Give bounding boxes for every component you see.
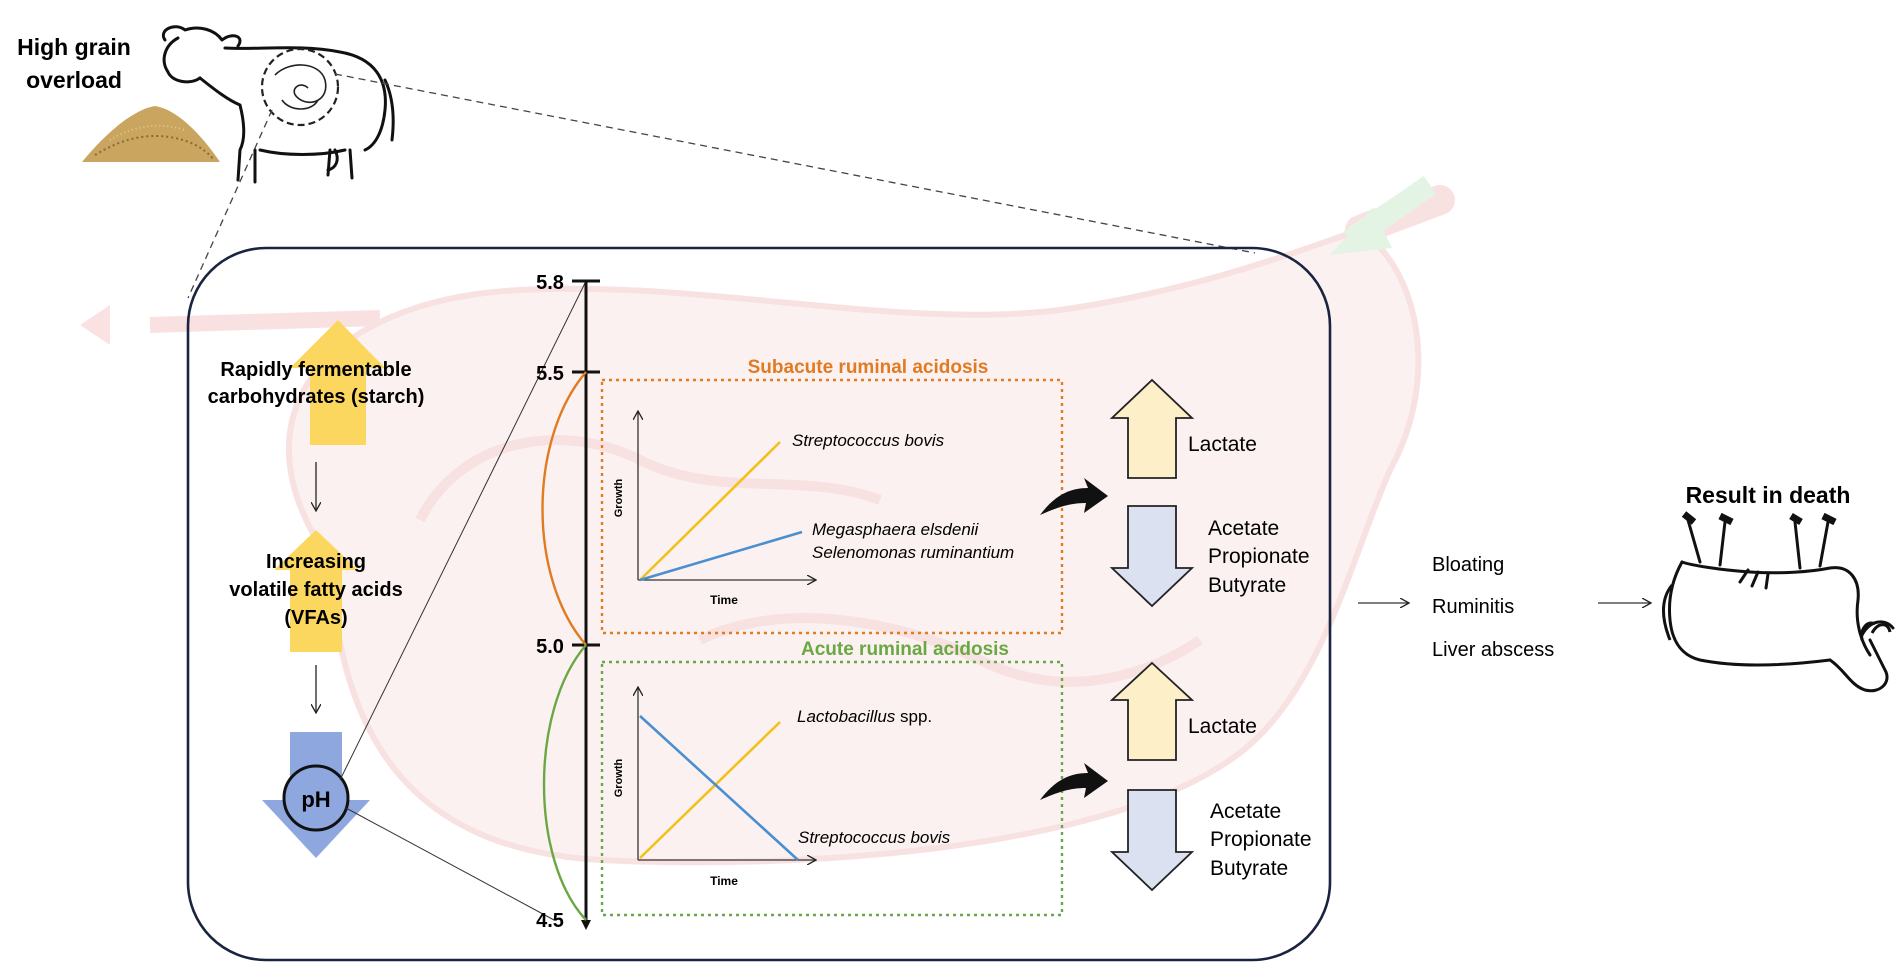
acute-line-lacto — [639, 721, 781, 859]
subacute-title: Subacute ruminal acidosis — [748, 357, 989, 378]
subacute-acetate-label: Acetate — [1208, 517, 1279, 540]
subacute-lactate-label: Lactate — [1188, 433, 1257, 456]
starch-label-line1: Rapidly fermentable — [220, 359, 411, 381]
subacute-lactate-up-arrow — [1109, 378, 1195, 479]
acute-x-label: Time — [710, 874, 738, 888]
dead-cow-horns — [1860, 621, 1892, 641]
acute-acetate-label: Acetate — [1210, 800, 1281, 823]
vfa-up-arrow — [274, 530, 358, 652]
zoom-line-left — [187, 109, 273, 299]
acute-series-strep: Streptococcus bovis — [798, 828, 951, 847]
ph-tick-label-55: 5.5 — [536, 363, 564, 385]
subacute-vfa-down-arrow — [1109, 505, 1195, 608]
grain-pile-icon — [82, 106, 220, 162]
ph-connector-top — [339, 280, 587, 781]
acute-series-lacto: Lactobacillus spp. — [797, 707, 932, 726]
acute-lactate-up-arrow — [1109, 661, 1195, 761]
subacute-curved-arrow — [1040, 478, 1108, 515]
subacute-x-label: Time — [710, 593, 738, 607]
acute-vfa-down-arrow — [1109, 789, 1195, 892]
acute-butyrate-label: Butyrate — [1210, 857, 1288, 880]
dead-cow-icon — [1668, 518, 1895, 693]
starch-up-arrow — [290, 320, 385, 445]
rumen-zoom-circle — [260, 47, 340, 127]
main-panel — [186, 246, 1332, 962]
result-death-label: Result in death — [1686, 482, 1851, 508]
cow-icon — [161, 25, 395, 184]
outcome-ruminitis: Ruminitis — [1432, 596, 1514, 618]
vfa-label-line3: (VFAs) — [284, 607, 347, 629]
acute-bracket — [542, 644, 587, 921]
ph-connector-bottom — [345, 807, 555, 921]
acute-series-lacto-suffix: spp. — [895, 707, 932, 726]
acute-y-label: Growth — [613, 758, 625, 797]
subacute-line-strep — [639, 441, 781, 581]
outcome-liver-abscess: Liver abscess — [1432, 639, 1554, 661]
vfa-label-line2: volatile fatty acids — [229, 579, 402, 601]
title-high-grain-line1: High grain — [17, 34, 131, 60]
acute-title: Acute ruminal acidosis — [801, 639, 1009, 660]
dead-cow-hooves — [1681, 511, 1837, 526]
acute-lactate-label: Lactate — [1188, 715, 1257, 738]
zoom-line-right — [334, 73, 1256, 254]
acute-propionate-label: Propionate — [1210, 828, 1312, 851]
ph-circle — [282, 764, 350, 832]
title-high-grain-line2: overload — [26, 67, 122, 93]
subacute-series-strep: Streptococcus bovis — [792, 431, 945, 450]
acute-line-strep — [639, 715, 799, 861]
acute-curved-arrow — [1040, 763, 1108, 800]
ph-label: pH — [301, 787, 330, 812]
subacute-butyrate-label: Butyrate — [1208, 574, 1286, 597]
ph-tick-label-58: 5.8 — [536, 272, 564, 294]
rumen-icon — [274, 64, 327, 110]
ph-tick-label-45: 4.5 — [536, 910, 564, 932]
subacute-propionate-label: Propionate — [1208, 545, 1310, 568]
outcome-bloating: Bloating — [1432, 554, 1504, 576]
subacute-bracket — [541, 371, 587, 646]
subacute-series-mega: Megasphaera elsdenii — [812, 520, 980, 539]
ph-tick-label-50: 5.0 — [536, 636, 564, 658]
acute-series-lacto-genus: Lactobacillus — [797, 707, 896, 726]
subacute-series-selen: Selenomonas ruminantium — [812, 543, 1014, 562]
dead-cow-tail — [1662, 584, 1674, 641]
vfa-label-line1: Increasing — [266, 551, 366, 573]
subacute-line-mega — [639, 530, 803, 582]
starch-label-line2: carbohydrates (starch) — [208, 386, 425, 408]
subacute-y-label: Growth — [613, 478, 625, 517]
